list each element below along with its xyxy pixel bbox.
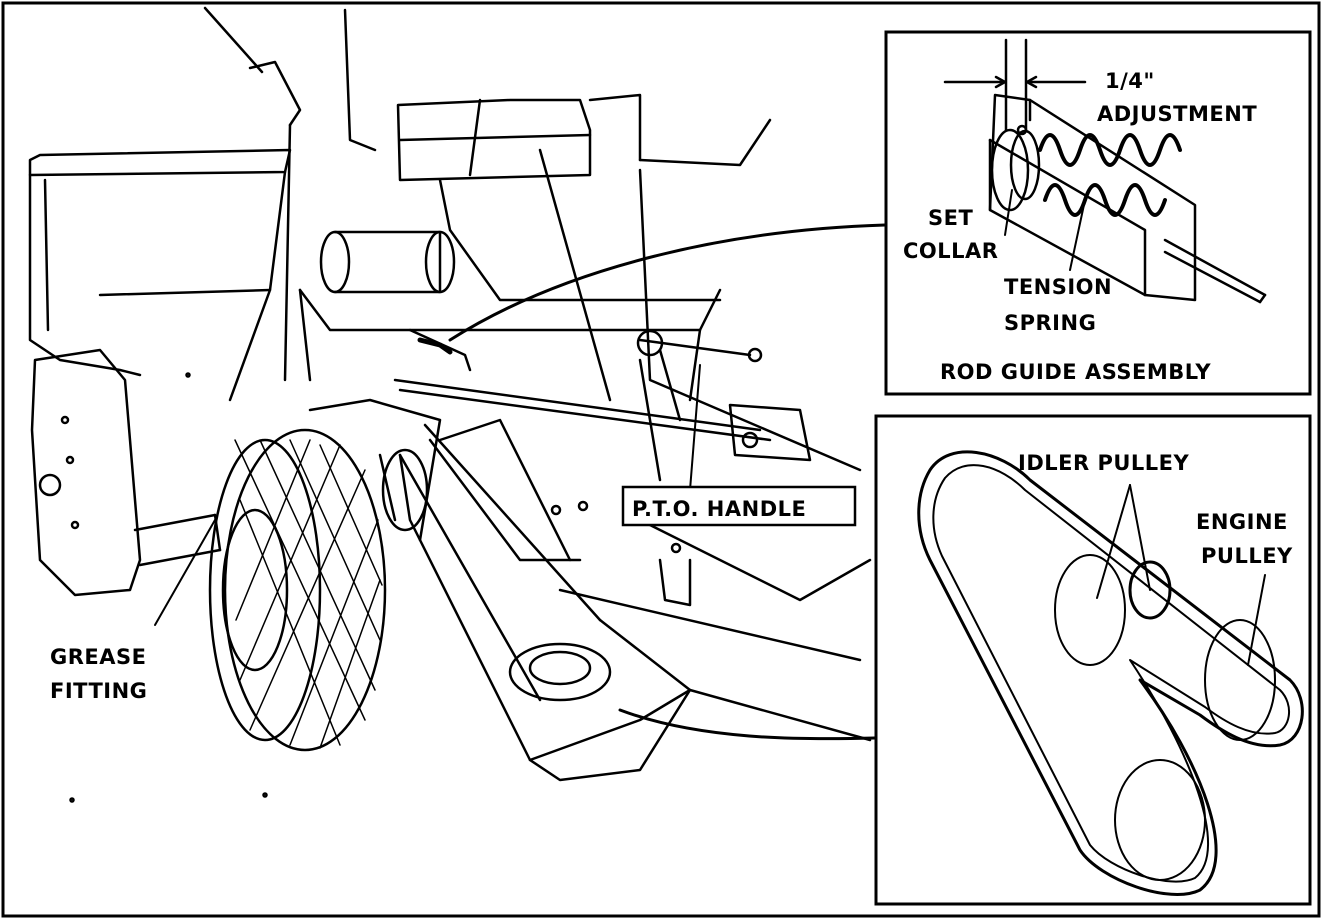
engine-pulley-line-2: PULLEY <box>1201 544 1293 568</box>
belt-drawing <box>917 450 1304 896</box>
adjustment-label: ADJUSTMENT <box>1097 102 1257 126</box>
belt-pulley-inset: IDLER PULLEY ENGINE PULLEY <box>874 414 1312 906</box>
idler-pulley-label: IDLER PULLEY <box>1018 451 1190 475</box>
dimension-label: 1/4" <box>1105 69 1155 93</box>
set-collar-line-1: SET <box>928 206 973 230</box>
engine-pulley-line-1: ENGINE <box>1196 510 1288 534</box>
pto-handle-label: P.T.O. HANDLE <box>632 497 806 521</box>
tension-spring-line-1: TENSION <box>1004 275 1112 299</box>
grease-fitting-line-2: FITTING <box>50 679 147 703</box>
pto-handle-callout: P.T.O. HANDLE <box>621 485 857 527</box>
grease-fitting-line-1: GREASE <box>50 645 146 669</box>
grease-fitting-label: GREASE FITTING <box>50 645 147 703</box>
tension-spring-line-2: SPRING <box>1004 311 1096 335</box>
rod-guide-drawing <box>943 38 1267 304</box>
set-collar-line-2: COLLAR <box>903 239 998 263</box>
rod-guide-caption: ROD GUIDE ASSEMBLY <box>940 360 1211 384</box>
rod-guide-inset: 1/4" ADJUSTMENT SET COLLAR TENSION SPRIN… <box>884 30 1312 396</box>
tractor-illustration <box>28 6 887 803</box>
